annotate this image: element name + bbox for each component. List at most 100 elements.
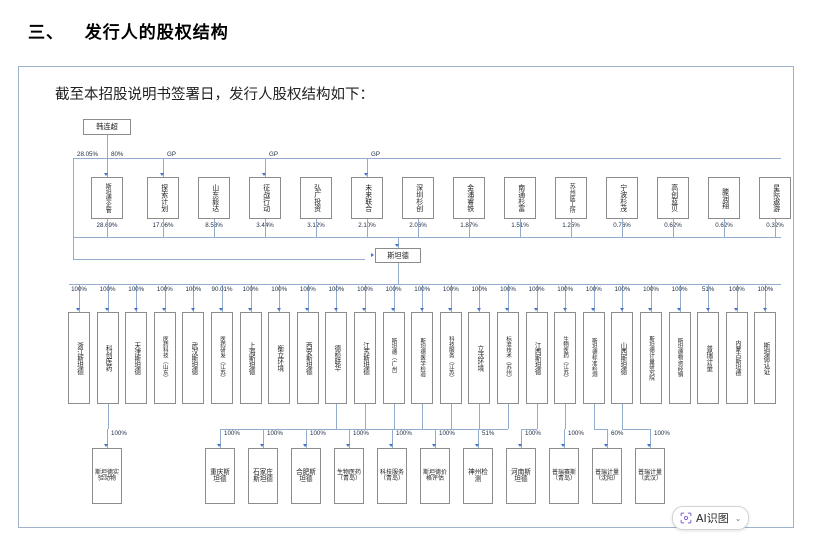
arrow-down-icon [505,308,510,312]
pct-sub-23: 100% [728,286,745,293]
node-subsidiary-6[interactable]: 上海斯坦德 [239,312,262,404]
arrow-down-icon [333,308,338,312]
node-shareholder-8[interactable]: 南通杉富 [504,177,536,219]
node-subsidiary-11[interactable]: 斯坦德（广州） [382,312,405,404]
sub-drop-24 [765,284,767,312]
node-shareholder-10[interactable]: 宁波杉茂 [606,177,638,219]
pct-gc-11: 100% [654,430,670,437]
node-subsidiary-16[interactable]: 江西斯坦德 [525,312,548,404]
node-subsidiary-4[interactable]: 武汉斯坦德 [182,312,205,404]
pct-gc-8: 100% [525,430,541,437]
node-subsidiary-17[interactable]: 生物医药（江苏） [554,312,577,404]
gc-down-9 [564,429,565,448]
node-subsidiary-3[interactable]: 医药科技（山东） [153,312,176,404]
node-subsidiary-9[interactable]: 德检联华 [325,312,348,404]
gc-down-5 [392,429,393,448]
sh-down-line-4 [316,219,317,237]
node-subsidiary-22[interactable]: 普瑞计量 [697,312,720,404]
node-subsidiary-10[interactable]: 江苏斯坦德 [354,312,376,404]
gc-up-11 [622,404,624,429]
arrow-down-icon [677,308,681,312]
sub-drop-20 [651,284,652,312]
node-grandchild-1[interactable]: 重庆斯坦德 [205,448,235,504]
pct-top-0: 80% [111,151,124,158]
arrow-down-icon [534,308,538,312]
node-subsidiary-15[interactable]: 标准技术（苏州） [497,312,519,404]
node-shareholder-12[interactable]: 滕润翔 [708,177,740,219]
node-subsidiary-5[interactable]: 医药研发（江苏） [211,312,233,404]
arrow-down-icon [217,444,222,448]
node-subsidiary-14[interactable]: 立沃环境 [468,312,491,404]
node-shareholder-13[interactable]: 星际遨游 [759,177,791,219]
arrow-down-icon [76,308,81,312]
node-shareholder-7[interactable]: 金浦睿铁 [453,177,485,219]
node-subsidiary-21[interactable]: 斯坦德物资经销 [668,312,691,404]
gc-jog-6 [435,429,480,430]
node-center-company[interactable]: 斯坦德 [375,248,421,263]
sub-drop-0 [79,284,80,312]
pct-gc-9: 100% [568,430,584,437]
chevron-down-icon: ⌄ [734,513,742,523]
arrow-down-icon [648,308,653,312]
node-grandchild-11[interactable]: 普瑞计量（武汉） [635,448,665,504]
node-shareholder-5[interactable]: 未来联合 [351,177,383,219]
node-label: 生物医药（青岛） [337,468,362,482]
node-subsidiary-7[interactable]: 衡立环境 [268,312,291,404]
node-grandchild-0[interactable]: 斯坦德实验动物 [92,448,122,504]
sub-drop-9 [336,284,338,312]
node-subsidiary-18[interactable]: 斯坦德标准检测 [582,312,605,404]
arrow-down-icon [346,444,351,448]
pct-sub-8: 100% [299,286,316,293]
sub-drop-13 [450,284,452,312]
node-shareholder-6[interactable]: 深圳杉创 [402,177,434,219]
node-shareholder-2[interactable]: 山东毅达 [198,177,230,219]
gc-down-7 [478,429,479,448]
pct-top-1: GP [167,151,176,158]
gc-down-4 [349,429,350,448]
node-shareholder-4[interactable]: 弘广投资 [300,177,332,219]
node-grandchild-5[interactable]: 科技服务（青岛） [377,448,407,504]
pct-sub-6: 100% [242,286,259,293]
arrow-down-icon [190,308,195,312]
node-grandchild-4[interactable]: 生物医药（青岛） [334,448,364,504]
node-grandchild-7[interactable]: 神州检测 [463,448,493,504]
node-grandchild-6[interactable]: 斯坦德价格评估 [420,448,450,504]
pct-sub-9: 100% [328,286,345,293]
pct-gc-5: 100% [396,430,412,437]
node-subsidiary-20[interactable]: 斯坦德计量研究院 [640,312,662,404]
arrow-down-icon [305,308,310,312]
node-subsidiary-1[interactable]: 科创医药 [96,312,119,404]
node-grandchild-9[interactable]: 普瑞赛斯（青岛） [549,448,579,504]
pct-gc-2: 100% [267,430,283,437]
sub-drop-3 [164,284,166,312]
node-shareholder-11[interactable]: 高创蓝贝 [657,177,689,219]
node-shareholder-0[interactable]: 斯坦德企管 [91,177,123,219]
pct-sub-7: 100% [271,286,288,293]
node-subsidiary-2[interactable]: 天津斯坦德 [125,312,148,404]
node-subsidiary-19[interactable]: 山西斯坦德 [611,312,634,404]
node-grandchild-3[interactable]: 合肥斯坦德 [291,448,321,504]
gc-jog-4 [349,429,423,430]
arrow-down-icon [448,308,453,312]
chart-subtitle: 截至本招股说明书签署日，发行人股权结构如下： [55,87,374,103]
node-root-person[interactable]: 韩连超 [83,119,131,135]
arrow-right-icon [371,252,375,257]
node-shareholder-1[interactable]: 探索计划 [147,177,179,219]
node-subsidiary-0[interactable]: 浙江斯坦德 [68,312,90,404]
gc-up-8 [536,404,538,429]
ai-recognize-widget[interactable]: AI识图 ⌄ [672,506,750,530]
node-grandchild-8[interactable]: 河南斯坦德 [506,448,536,504]
node-subsidiary-8[interactable]: 西安斯坦德 [296,312,319,404]
arrow-down-icon [160,173,165,177]
node-shareholder-9[interactable]: 苏州医工所 [555,177,587,219]
gc-up-3 [393,404,395,429]
node-subsidiary-23[interactable]: 内蒙古斯坦德 [725,312,748,404]
node-grandchild-10[interactable]: 普瑞计量（沈阳） [592,448,622,504]
node-grandchild-2[interactable]: 石家庄斯坦德 [248,448,278,504]
node-subsidiary-24[interactable]: 斯坦德认证 [754,312,777,404]
gc-up-4 [422,404,424,429]
scan-icon [680,512,692,524]
node-shareholder-3[interactable]: 征战行动 [249,177,281,219]
node-subsidiary-13[interactable]: 科技服务（江苏） [439,312,462,404]
node-subsidiary-12[interactable]: 斯坦德医学检验 [411,312,434,404]
